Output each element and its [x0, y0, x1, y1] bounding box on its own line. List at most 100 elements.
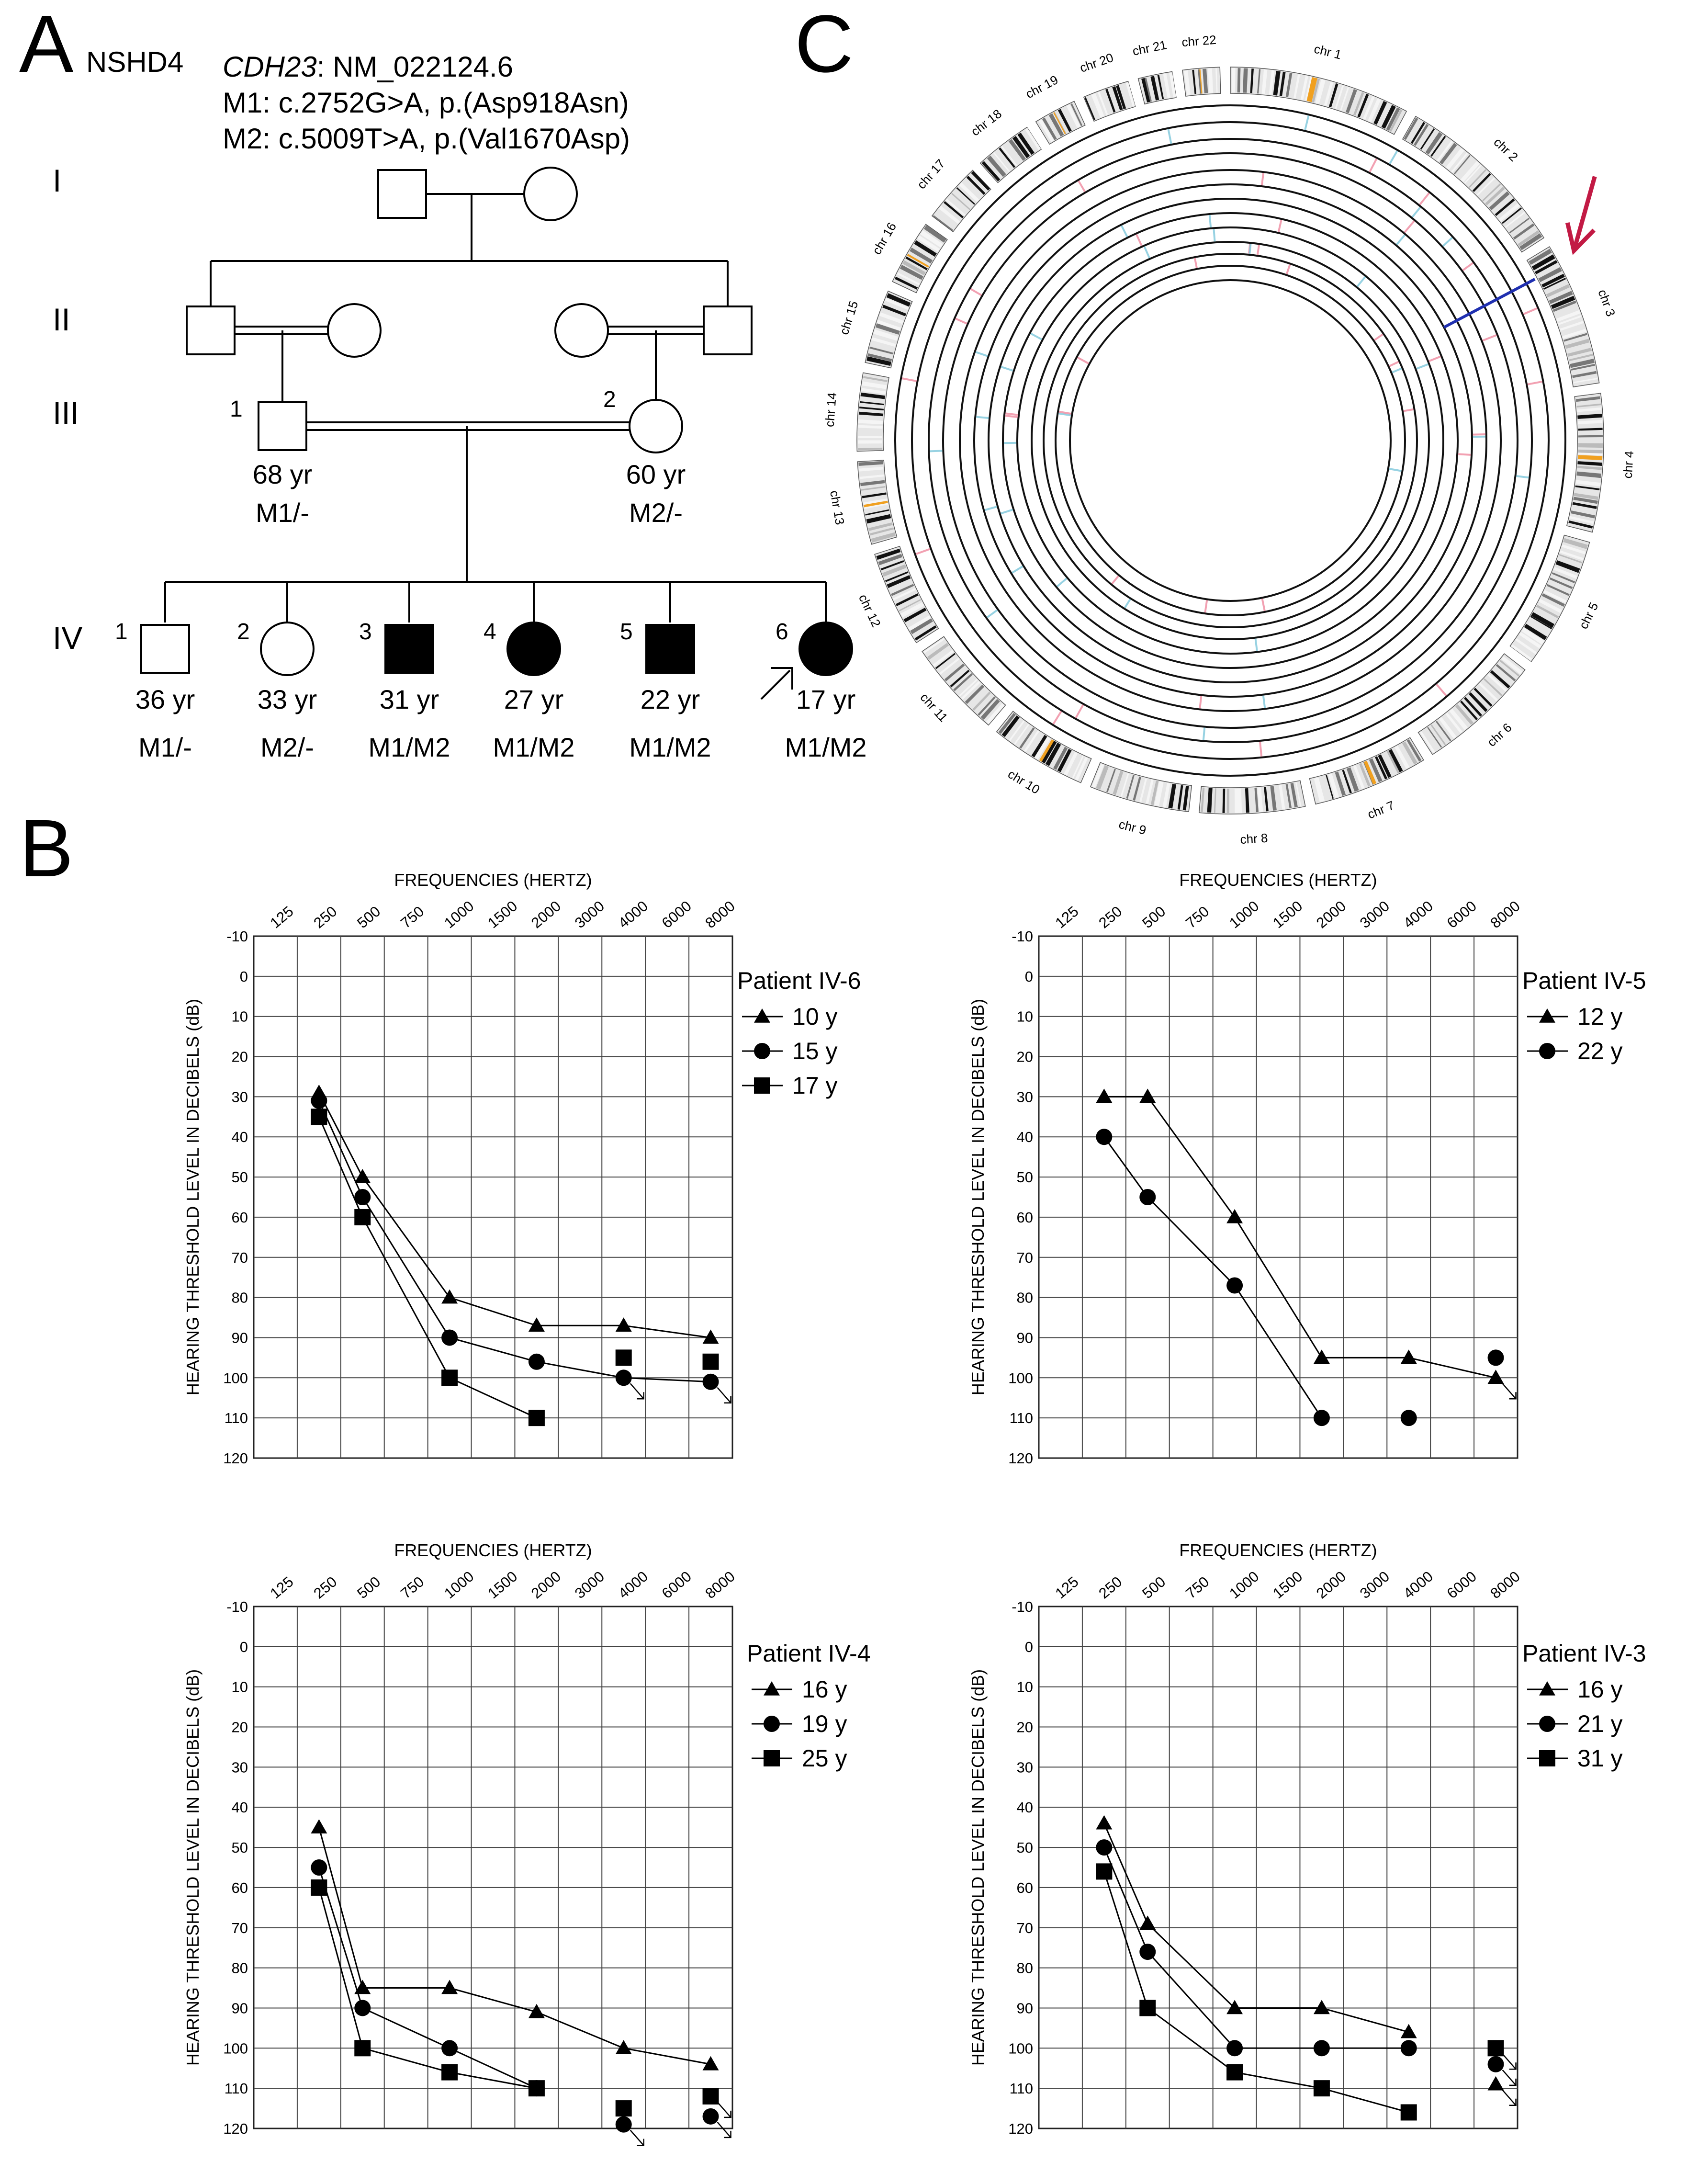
x-tick-label: 125	[1052, 903, 1081, 931]
legend-entry: 25 y	[802, 1745, 847, 1772]
cytoband	[1038, 119, 1054, 142]
circos-mark	[984, 506, 997, 511]
cytoband	[1162, 782, 1170, 808]
cytoband	[1573, 497, 1598, 504]
cytoband	[1326, 775, 1334, 799]
individual-number: 3	[359, 619, 372, 645]
centromere-band	[1577, 455, 1603, 461]
circos-mark	[1527, 380, 1542, 385]
circos-mark	[1411, 206, 1421, 218]
pedigree-male	[258, 401, 307, 451]
legend-entry: 31 y	[1577, 1745, 1623, 1772]
x-tick-label: 2000	[1313, 897, 1349, 931]
chromosome-label: chr 21	[1131, 37, 1168, 58]
cytoband	[1357, 93, 1369, 118]
x-tick-label: 500	[354, 1573, 383, 1602]
cytoband	[1215, 68, 1218, 93]
pedigree-male	[384, 624, 434, 674]
cytoband	[1562, 544, 1586, 554]
legend-entry: 10 y	[792, 1003, 838, 1030]
pedigree-male	[645, 624, 695, 674]
cytoband	[860, 392, 886, 399]
cytoband	[1293, 74, 1300, 99]
circos-mark	[1204, 600, 1208, 613]
individual-number: 5	[620, 619, 633, 645]
cytoband	[1524, 623, 1547, 640]
chromosome-label: chr 15	[837, 299, 861, 337]
x-tick-label: 6000	[1444, 897, 1480, 931]
cytoband	[1154, 781, 1164, 806]
circos-mark	[955, 317, 967, 325]
cytoband	[956, 187, 975, 205]
y-tick-label: 50	[232, 1169, 248, 1186]
plot-frame	[1038, 935, 1518, 1459]
circos-mark	[1001, 366, 1013, 372]
data-point-triangle	[1096, 1815, 1113, 1830]
y-tick-label: 80	[232, 1290, 248, 1306]
x-tick-label: 750	[397, 1573, 427, 1602]
y-tick-label: 20	[1017, 1719, 1033, 1736]
cytoband	[1295, 782, 1302, 807]
cytoband	[858, 425, 883, 429]
cytoband	[1404, 117, 1418, 140]
y-tick-label: 10	[232, 1679, 248, 1696]
cytoband	[1529, 249, 1552, 265]
data-point-square	[1313, 2080, 1330, 2097]
chromosome-label: chr 3	[1595, 287, 1618, 318]
circos-mark	[1442, 237, 1453, 247]
no-response-arrow-head	[637, 2139, 644, 2146]
cytoband	[878, 554, 902, 566]
cytoband	[1285, 72, 1293, 98]
cytoband	[1502, 207, 1522, 224]
cytoband	[939, 657, 960, 675]
circos-mark	[1167, 129, 1172, 144]
y-axis-label: HEARING THRESHOLD LEVEL IN DECIBELS (dB)	[968, 999, 988, 1395]
chromosome-label: chr 11	[917, 690, 950, 724]
cytoband	[1105, 89, 1116, 113]
cytoband	[1519, 632, 1541, 649]
circos-mark	[1436, 683, 1447, 697]
legend-marker	[764, 1750, 780, 1766]
pedigree-female	[629, 399, 683, 453]
data-point-circle	[702, 2108, 719, 2125]
circos-mark	[1396, 234, 1406, 245]
cytoband	[1552, 300, 1576, 312]
cytoband	[1075, 757, 1088, 781]
cytoband	[868, 522, 893, 531]
cytoband	[1543, 590, 1567, 603]
cytoband	[857, 440, 883, 444]
circos-mark	[1058, 410, 1072, 415]
x-tick-label: 4000	[1400, 1568, 1436, 1602]
individual-number: 2	[603, 387, 616, 412]
cytoband	[1539, 599, 1562, 613]
chromosome-label: chr 5	[1576, 600, 1601, 631]
cytoband	[1203, 68, 1208, 94]
plot-frame	[253, 935, 733, 1459]
data-point-square	[1139, 2000, 1156, 2016]
cytoband	[1449, 708, 1468, 730]
cytoband	[1575, 396, 1601, 402]
cytoband	[887, 575, 911, 588]
x-tick-label: 1500	[484, 1568, 520, 1602]
generation-label: I	[53, 163, 61, 198]
cytoband	[1515, 638, 1537, 655]
cytoband	[1324, 81, 1334, 106]
cytoband	[860, 401, 885, 406]
cytoband	[899, 599, 922, 611]
cytoband	[1562, 328, 1587, 339]
data-point-circle	[615, 1369, 632, 1386]
data-point-triangle	[528, 1317, 545, 1332]
circos-track-ring	[911, 121, 1550, 760]
no-response-arrow	[1502, 2070, 1517, 2086]
legend-entry: 16 y	[1577, 1676, 1623, 1703]
cytoband	[1245, 788, 1249, 813]
generation-label: III	[53, 395, 79, 430]
cytoband	[950, 669, 970, 688]
cytoband	[1237, 788, 1242, 813]
legend-marker	[1539, 1681, 1555, 1696]
y-tick-label: 30	[1017, 1088, 1033, 1105]
cytoband	[945, 199, 966, 216]
circos-mark	[1262, 695, 1266, 708]
cytoband	[1490, 670, 1510, 689]
cytoband	[871, 532, 896, 543]
